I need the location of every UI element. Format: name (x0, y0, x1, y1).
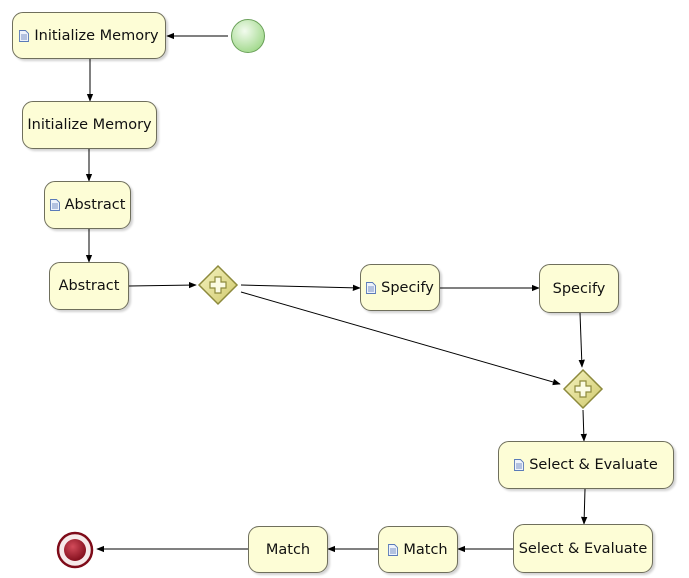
edge-gateway-join-to-select-evaluate-doc (580, 409, 587, 442)
edge-specify-to-gateway-join (578, 312, 585, 368)
task-label: Specify (381, 279, 434, 296)
task-abstract-doc[interactable]: Abstract (44, 181, 131, 229)
start-event-icon[interactable] (229, 17, 269, 55)
task-select-evaluate-doc[interactable]: Select & Evaluate (498, 441, 674, 489)
task-label: Select & Evaluate (529, 457, 658, 473)
document-icon (388, 543, 399, 556)
edge-gateway-split-to-gateway-join (240, 291, 561, 386)
document-icon (19, 29, 30, 42)
parallel-gateway-icon[interactable] (196, 264, 240, 306)
task-initialize-memory[interactable]: Initialize Memory (22, 101, 157, 149)
task-initialize-memory-doc[interactable]: Initialize Memory (12, 12, 166, 59)
task-abstract[interactable]: Abstract (49, 262, 129, 310)
task-label: Initialize Memory (27, 117, 152, 133)
task-label: Initialize Memory (34, 27, 159, 44)
parallel-gateway-icon[interactable] (561, 368, 605, 410)
edge-abstract-to-gateway-split (128, 281, 197, 289)
edge-select-evaluate-doc-to-select-evaluate (581, 488, 588, 525)
task-label: Select & Evaluate (518, 540, 648, 557)
task-label: Abstract (64, 197, 126, 213)
document-icon (514, 459, 525, 471)
task-specify-doc[interactable]: Specify (360, 264, 440, 311)
task-label: Abstract (58, 278, 120, 294)
task-label: Specify (552, 280, 606, 297)
task-match[interactable]: Match (248, 526, 328, 573)
task-specify[interactable]: Specify (539, 264, 619, 313)
task-label: Match (403, 541, 448, 558)
task-select-evaluate[interactable]: Select & Evaluate (513, 524, 653, 573)
end-event-icon[interactable] (55, 530, 95, 570)
task-label: Match (265, 541, 311, 558)
document-icon (366, 281, 377, 294)
task-match-doc[interactable]: Match (378, 526, 458, 573)
edge-gateway-split-to-specify-doc (240, 284, 361, 292)
document-icon (49, 199, 60, 211)
